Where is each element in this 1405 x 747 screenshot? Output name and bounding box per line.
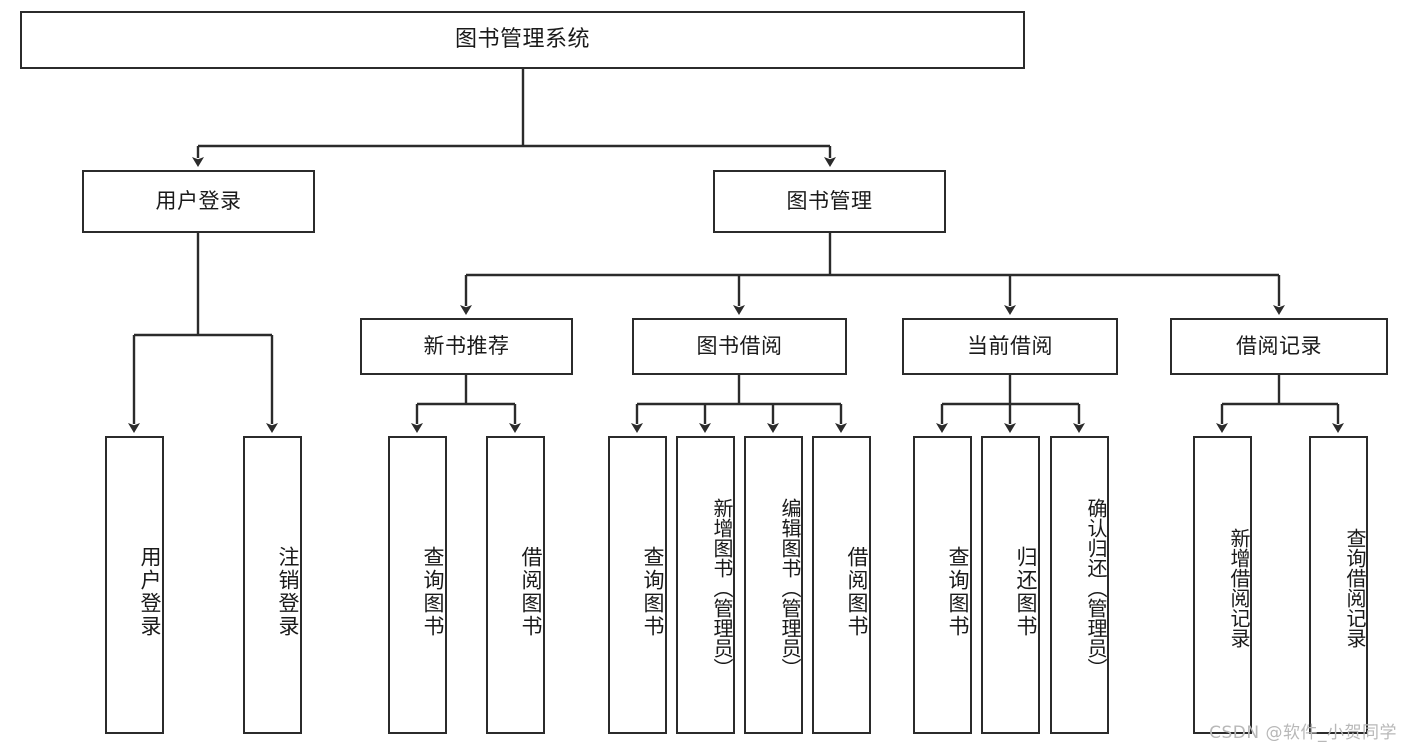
- node-label: 查询借阅记录: [1343, 528, 1367, 648]
- node-root-book-management-system[interactable]: 图书管理系统: [20, 11, 1025, 69]
- leaf-borrow-record-add-record[interactable]: 新增借阅记录: [1193, 436, 1252, 734]
- node-current-borrow[interactable]: 当前借阅: [902, 318, 1118, 375]
- node-label: 确认归还（管理员）: [1084, 498, 1108, 678]
- node-user-login[interactable]: 用户登录: [82, 170, 315, 233]
- node-label: 归还图书: [1014, 546, 1038, 638]
- leaf-book-borrow-borrow-book[interactable]: 借阅图书: [812, 436, 871, 734]
- node-label: 图书管理系统: [454, 26, 590, 52]
- node-label: 借阅记录: [1236, 333, 1322, 358]
- node-label: 用户登录: [155, 188, 242, 213]
- leaf-book-borrow-edit-book-admin[interactable]: 编辑图书（管理员）: [744, 436, 803, 734]
- node-label: 编辑图书（管理员）: [778, 498, 802, 678]
- node-label: 新增借阅记录: [1227, 528, 1251, 648]
- node-new-book-recommend[interactable]: 新书推荐: [360, 318, 573, 375]
- leaf-borrow-record-query-record[interactable]: 查询借阅记录: [1309, 436, 1368, 734]
- node-label: 新增图书（管理员）: [710, 498, 734, 678]
- csdn-watermark: CSDN @软件_小贺同学: [1209, 723, 1397, 743]
- node-label: 查询图书: [421, 546, 445, 638]
- node-label: 图书管理: [786, 188, 873, 213]
- node-label: 新书推荐: [423, 333, 510, 358]
- leaf-current-borrow-return-book[interactable]: 归还图书: [981, 436, 1040, 734]
- leaf-book-borrow-query-book[interactable]: 查询图书: [608, 436, 667, 734]
- node-label: 注销登录: [276, 546, 300, 638]
- leaf-new-book-query-book[interactable]: 查询图书: [388, 436, 447, 734]
- leaf-user-login-signin[interactable]: 用户登录: [105, 436, 164, 734]
- node-label: 借阅图书: [519, 546, 543, 638]
- node-label: 借阅图书: [845, 546, 869, 638]
- leaf-current-borrow-query-book[interactable]: 查询图书: [913, 436, 972, 734]
- leaf-user-login-logout[interactable]: 注销登录: [243, 436, 302, 734]
- node-label: 当前借阅: [967, 333, 1053, 358]
- node-label: 查询图书: [946, 546, 970, 638]
- node-book-borrow[interactable]: 图书借阅: [632, 318, 847, 375]
- node-borrow-record[interactable]: 借阅记录: [1170, 318, 1388, 375]
- leaf-book-borrow-add-book-admin[interactable]: 新增图书（管理员）: [676, 436, 735, 734]
- node-label: 用户登录: [138, 546, 162, 638]
- leaf-current-borrow-confirm-return-admin[interactable]: 确认归还（管理员）: [1050, 436, 1109, 734]
- node-label: 图书借阅: [696, 333, 783, 358]
- node-label: 查询图书: [641, 546, 665, 638]
- leaf-new-book-borrow-book[interactable]: 借阅图书: [486, 436, 545, 734]
- node-book-management[interactable]: 图书管理: [713, 170, 946, 233]
